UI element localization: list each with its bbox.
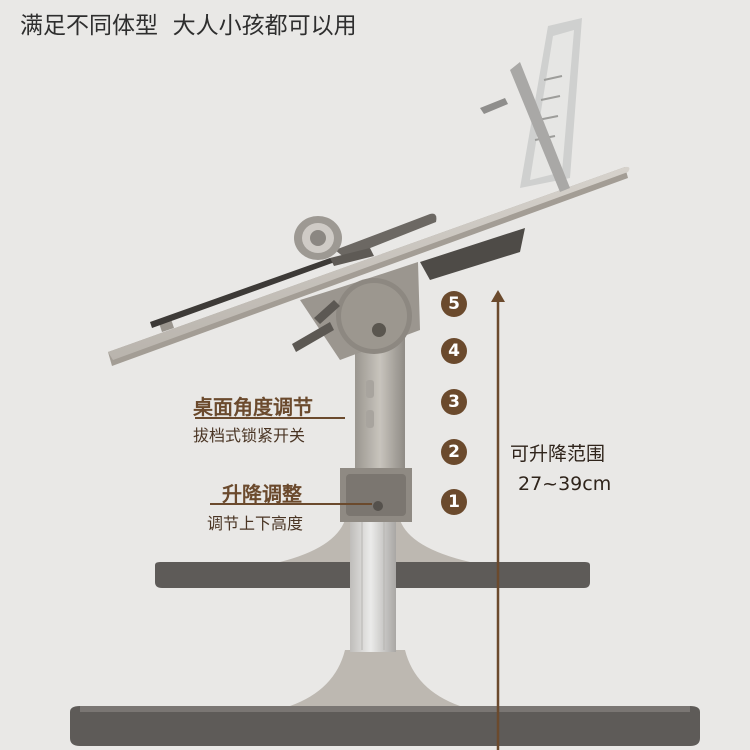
height-level-badge: 5 [441, 291, 467, 317]
telescopic-tube [350, 520, 396, 652]
height-adjust-subtitle: 调节上下高度 [207, 514, 304, 533]
bottom-base [70, 650, 700, 746]
height-level-badge: 2 [441, 439, 467, 465]
headphones [294, 213, 437, 266]
book-stand [480, 18, 582, 192]
height-level-badge: 3 [441, 389, 467, 415]
range-arrow [491, 290, 505, 750]
angle-pivot-hub [292, 262, 420, 360]
tabletop [108, 166, 630, 366]
height-clamp [340, 468, 412, 522]
height-level-badge: 1 [441, 489, 467, 515]
angle-adjust-title: 桌面角度调节 [193, 395, 313, 419]
angle-adjust-subtitle: 拔档式锁紧开关 [193, 426, 306, 445]
range-title: 可升降范围 [510, 443, 606, 465]
outer-column [355, 330, 405, 470]
page-headline: 满足不同体型 大人小孩都可以用 [20, 13, 357, 39]
height-level-badge: 4 [441, 338, 467, 364]
range-value: 27~39cm [518, 473, 612, 495]
height-adjust-title: 升降调整 [222, 482, 302, 506]
